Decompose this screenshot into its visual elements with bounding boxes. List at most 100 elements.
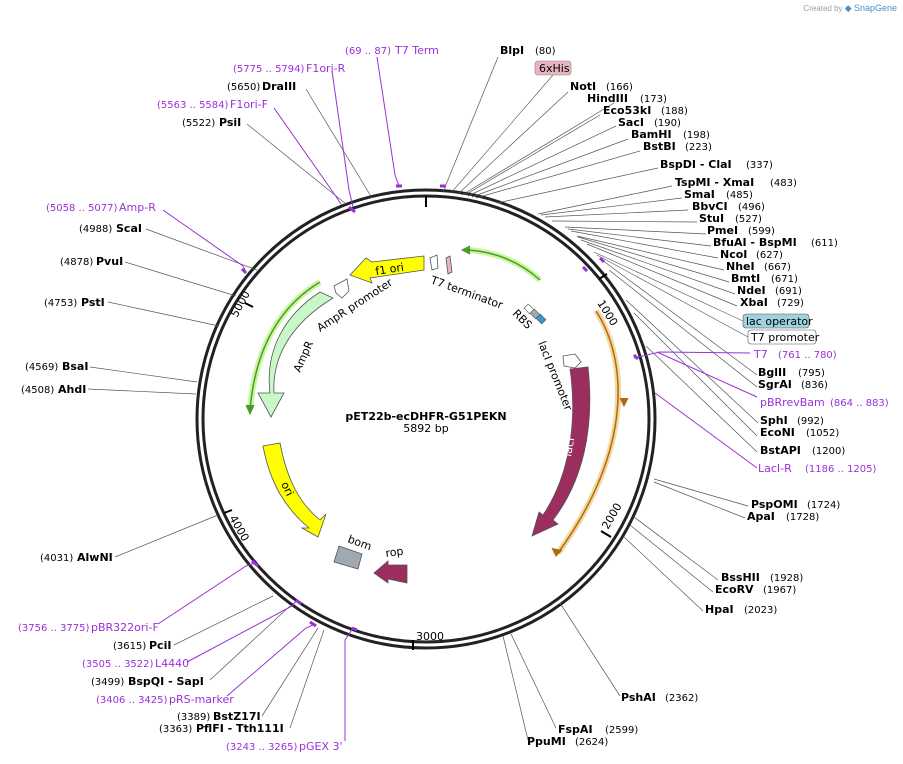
enzyme-ndei: NdeI bbox=[737, 284, 766, 297]
svg-text:(3615): (3615) bbox=[113, 641, 146, 652]
svg-text:(1967): (1967) bbox=[763, 585, 796, 596]
svg-text:(2362): (2362) bbox=[665, 693, 698, 704]
primer-pgex-3: pGEX 3' bbox=[299, 740, 343, 753]
enzyme-pmei: PmeI bbox=[707, 224, 738, 237]
svg-text:(3389): (3389) bbox=[177, 712, 210, 723]
enzyme-leaders-left bbox=[87, 88, 373, 729]
enzyme-pspomi: PspOMI bbox=[751, 498, 798, 511]
tick-label-3000: 3000 bbox=[416, 630, 444, 643]
snapgene-logo-icon: ◆ bbox=[844, 3, 852, 13]
rop-feature[interactable]: rop bbox=[373, 545, 408, 584]
svg-text:(1728): (1728) bbox=[786, 512, 819, 523]
svg-text:(3756 .. 3775): (3756 .. 3775) bbox=[18, 623, 90, 634]
enzyme-fspai: FspAI bbox=[558, 723, 593, 736]
enzyme-bstbi: BstBI bbox=[643, 140, 676, 153]
enzyme-hpai: HpaI bbox=[705, 603, 734, 616]
svg-text:(671): (671) bbox=[771, 274, 798, 285]
svg-text:(2624): (2624) bbox=[575, 737, 608, 748]
tick-5000 bbox=[244, 302, 254, 308]
enzyme-apai: ApaI bbox=[747, 510, 775, 523]
bom-feature[interactable]: bom bbox=[333, 533, 373, 570]
svg-text:(483): (483) bbox=[770, 178, 797, 189]
laci-feature[interactable]: lacI bbox=[531, 366, 591, 537]
ampr-promoter-feature[interactable]: AmpR promoter bbox=[315, 276, 396, 335]
primer-t7: T7 bbox=[753, 348, 768, 361]
enzyme-stui: StuI bbox=[699, 212, 724, 225]
svg-text:(69 .. 87): (69 .. 87) bbox=[345, 46, 391, 57]
svg-text:(667): (667) bbox=[764, 262, 791, 273]
tick-2000 bbox=[600, 530, 612, 538]
enzyme-bspqi-sapi: BspQI - SapI bbox=[128, 675, 204, 688]
primer-f1ori-f: F1ori-F bbox=[230, 98, 268, 111]
svg-text:(627): (627) bbox=[756, 250, 783, 261]
enzyme-pvui: PvuI bbox=[96, 255, 123, 268]
svg-text:(4988): (4988) bbox=[79, 224, 112, 235]
enzyme-ncoi: NcoI bbox=[720, 248, 747, 261]
primer-prs-marker: pRS-marker bbox=[169, 693, 234, 706]
small-white-arrows bbox=[429, 254, 453, 275]
svg-text:(198): (198) bbox=[683, 130, 710, 141]
feature-lac-operator: lac operator bbox=[746, 315, 813, 328]
enzyme-psii: PsiI bbox=[219, 116, 241, 129]
tick-4000 bbox=[223, 509, 233, 514]
enzyme-sphi: SphI bbox=[760, 414, 788, 427]
created-by-text: Created by bbox=[803, 4, 843, 13]
enzyme-psti: PstI bbox=[81, 296, 105, 309]
enzyme-ahdi: AhdI bbox=[58, 383, 86, 396]
svg-text:(795): (795) bbox=[798, 368, 825, 379]
rbs-feature[interactable]: RBS bbox=[510, 303, 547, 332]
ori-label: ori bbox=[278, 480, 296, 499]
svg-text:(3243 .. 3265): (3243 .. 3265) bbox=[226, 742, 298, 753]
ampr-feature[interactable]: AmpR bbox=[257, 291, 334, 418]
enzyme-bglii: BglII bbox=[758, 366, 786, 379]
svg-text:(1928): (1928) bbox=[770, 573, 803, 584]
enzyme-bmti: BmtI bbox=[731, 272, 760, 285]
feature-t7-promoter: T7 promoter bbox=[750, 331, 820, 344]
enzyme-bstapi: BstAPI bbox=[760, 444, 801, 457]
enzyme-econi: EcoNI bbox=[760, 426, 795, 439]
primer-pbrrevbam: pBRrevBam bbox=[760, 396, 825, 409]
primer-amp-r: Amp-R bbox=[119, 201, 156, 214]
svg-text:(611): (611) bbox=[811, 238, 838, 249]
svg-text:(4878): (4878) bbox=[60, 257, 93, 268]
enzyme-bstz17i: BstZ17I bbox=[213, 710, 261, 723]
svg-text:(836): (836) bbox=[801, 380, 828, 391]
rop-label: rop bbox=[385, 545, 405, 560]
enzyme-ecorv: EcoRV bbox=[715, 583, 754, 596]
svg-text:(992): (992) bbox=[797, 416, 824, 427]
svg-text:(337): (337) bbox=[746, 160, 773, 171]
boxed-feature-labels: 6xHis lac operator T7 promoter bbox=[450, 60, 820, 345]
enzyme-bsai: BsaI bbox=[62, 360, 88, 373]
enzyme-pflfi-tth111i: PflFI - Tth111I bbox=[196, 722, 284, 735]
svg-text:(3505 .. 3522): (3505 .. 3522) bbox=[82, 659, 154, 670]
enzyme-sgrai: SgrAI bbox=[758, 378, 792, 391]
primer-labels: (69 .. 87)T7 Term (5775 .. 5794)F1ori-R … bbox=[18, 44, 889, 753]
svg-text:(166): (166) bbox=[606, 82, 633, 93]
tick-1000 bbox=[598, 273, 608, 280]
ampr-promoter-label: AmpR promoter bbox=[315, 276, 396, 335]
svg-text:(3406 .. 3425): (3406 .. 3425) bbox=[96, 695, 168, 706]
enzyme-blpi: BlpI bbox=[500, 44, 524, 57]
primer-laci-r: LacI-R bbox=[758, 462, 792, 475]
laci-label: lacI bbox=[561, 436, 577, 457]
svg-text:(190): (190) bbox=[654, 118, 681, 129]
svg-text:(173): (173) bbox=[640, 94, 667, 105]
enzyme-bsshii: BssHII bbox=[721, 571, 760, 584]
t7-terminator-label: T7 terminator bbox=[428, 273, 505, 312]
svg-text:(4569): (4569) bbox=[25, 362, 58, 373]
svg-text:(5563 .. 5584): (5563 .. 5584) bbox=[157, 100, 229, 111]
enzyme-alwni: AlwNI bbox=[77, 551, 113, 564]
svg-text:(3499): (3499) bbox=[91, 677, 124, 688]
ori-feature[interactable]: ori bbox=[262, 442, 327, 538]
primer-marks bbox=[240, 184, 640, 632]
plasmid-size: 5892 bp bbox=[403, 422, 448, 435]
laci-promoter-label: lacI promoter bbox=[535, 339, 575, 413]
f1-ori-feature[interactable]: f1 ori bbox=[349, 255, 425, 284]
feature-6xhis: 6xHis bbox=[539, 62, 570, 75]
plasmid-name: pET22b-ecDHFR-G51PEKN bbox=[345, 410, 506, 423]
brand-name: SnapGene bbox=[853, 3, 897, 13]
svg-text:(5775 .. 5794): (5775 .. 5794) bbox=[233, 64, 305, 75]
svg-text:(496): (496) bbox=[738, 202, 765, 213]
enzyme-hindiii: HindIII bbox=[587, 92, 628, 105]
enzyme-labels-left: (5650)DraIII (5522)PsiI (4988)ScaI (4878… bbox=[21, 80, 296, 735]
